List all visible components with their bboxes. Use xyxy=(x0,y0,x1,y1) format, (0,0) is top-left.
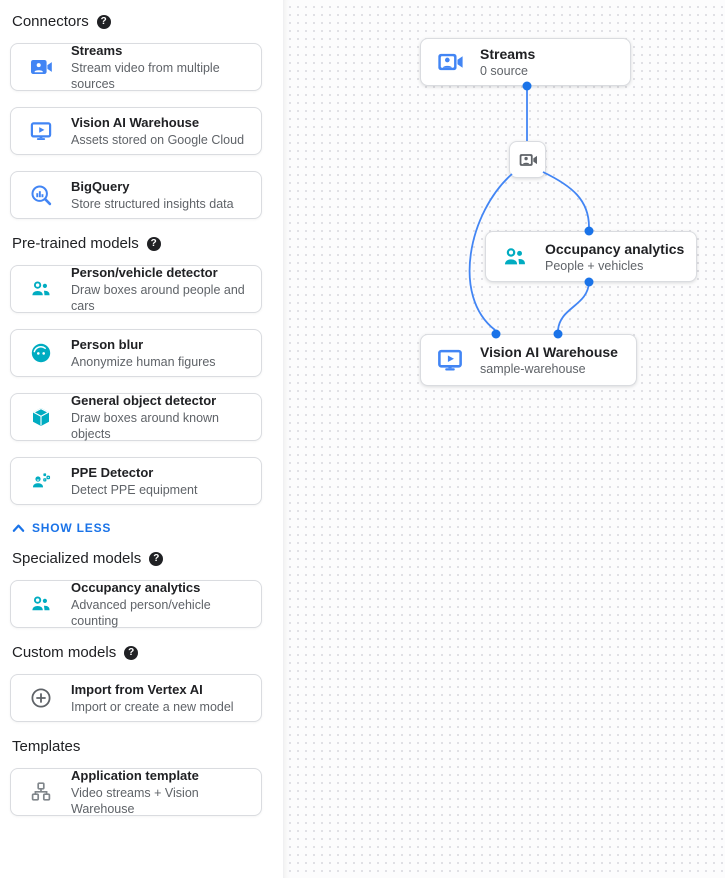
node-occupancy-analytics[interactable]: Occupancy analytics People + vehicles xyxy=(485,231,697,282)
section-title-custom: Custom models ? xyxy=(12,644,262,662)
section-title-templates: Templates xyxy=(12,738,262,756)
card-desc: Advanced person/vehicle counting xyxy=(71,597,211,628)
edge-connections xyxy=(468,81,594,339)
node-vision-ai-warehouse[interactable]: Vision AI Warehouse sample-warehouse xyxy=(420,334,637,386)
video-camera-icon xyxy=(436,48,464,76)
node-subtitle: 0 source xyxy=(480,64,528,78)
warehouse-monitor-icon xyxy=(29,119,53,143)
show-less-label: SHOW LESS xyxy=(32,521,112,535)
video-camera-icon xyxy=(29,55,53,79)
help-icon[interactable]: ? xyxy=(146,237,161,251)
people-icon xyxy=(501,243,529,271)
card-title: Vision AI Warehouse xyxy=(71,114,200,130)
palette-card-ppe-detector[interactable]: PPE Detector Detect PPE equipment xyxy=(10,457,262,505)
edge-source-to-occupancy xyxy=(542,171,590,228)
port-dots xyxy=(491,81,594,339)
card-desc: Assets stored on Google Cloud xyxy=(71,132,245,147)
card-desc: Draw boxes around people and cars xyxy=(71,282,245,313)
card-title: General object detector xyxy=(71,392,217,408)
ppe-person-icon xyxy=(29,469,53,493)
component-palette-sidebar: Connectors ? Streams Stream video from m… xyxy=(0,0,283,878)
card-desc: Draw boxes around known objects xyxy=(71,410,219,441)
section-title-text: Specialized models xyxy=(12,550,142,567)
cube-icon xyxy=(29,405,53,429)
palette-card-person-blur[interactable]: Person blur Anonymize human figures xyxy=(10,329,262,377)
people-icon xyxy=(29,277,53,301)
card-title: Import from Vertex AI xyxy=(71,681,203,697)
node-streams[interactable]: Streams 0 source xyxy=(420,38,631,86)
card-title: Application template xyxy=(71,767,199,783)
card-title: Occupancy analytics xyxy=(71,579,201,595)
people-icon xyxy=(29,592,53,616)
section-title-pretrained: Pre-trained models ? xyxy=(12,235,262,253)
palette-card-person-vehicle-detector[interactable]: Person/vehicle detector Draw boxes aroun… xyxy=(10,265,262,313)
node-title: Streams xyxy=(480,46,536,62)
card-desc: Stream video from multiple sources xyxy=(71,60,220,91)
card-desc: Import or create a new model xyxy=(71,699,234,714)
palette-card-general-object-detector[interactable]: General object detector Draw boxes aroun… xyxy=(10,393,262,441)
chevron-up-icon xyxy=(12,524,25,532)
help-icon[interactable]: ? xyxy=(124,646,139,660)
card-title: BigQuery xyxy=(71,178,130,194)
palette-card-bigquery[interactable]: BigQuery Store structured insights data xyxy=(10,171,262,219)
help-icon[interactable]: ? xyxy=(149,552,164,566)
card-title: Streams xyxy=(71,42,123,58)
node-title: Occupancy analytics xyxy=(545,240,685,257)
palette-card-streams[interactable]: Streams Stream video from multiple sourc… xyxy=(10,43,262,91)
section-title-text: Custom models xyxy=(12,644,117,661)
node-subtitle: sample-warehouse xyxy=(480,362,586,376)
graph-canvas[interactable]: Streams 0 source Occupancy analytics Peo… xyxy=(283,0,725,878)
node-stream-source[interactable] xyxy=(509,141,546,178)
palette-card-vision-ai-warehouse[interactable]: Vision AI Warehouse Assets stored on Goo… xyxy=(10,107,262,155)
section-title-text: Connectors xyxy=(12,13,89,30)
section-title-text: Templates xyxy=(12,738,81,755)
show-less-button[interactable]: SHOW LESS xyxy=(12,521,262,535)
card-desc: Anonymize human figures xyxy=(71,354,216,369)
card-title: Person/vehicle detector xyxy=(71,264,218,280)
help-icon[interactable]: ? xyxy=(96,15,111,29)
edge-occupancy-to-warehouse xyxy=(557,281,590,331)
video-camera-icon xyxy=(519,153,537,166)
section-title-text: Pre-trained models xyxy=(12,235,139,252)
node-subtitle: People + vehicles xyxy=(545,258,644,273)
card-title: Person blur xyxy=(71,336,144,352)
node-title: Vision AI Warehouse xyxy=(480,344,618,360)
palette-card-occupancy-analytics[interactable]: Occupancy analytics Advanced person/vehi… xyxy=(10,580,262,628)
palette-card-import-vertex-ai[interactable]: Import from Vertex AI Import or create a… xyxy=(10,674,262,722)
card-desc: Detect PPE equipment xyxy=(71,482,198,497)
bigquery-search-icon xyxy=(29,183,53,207)
face-icon xyxy=(29,341,53,365)
warehouse-monitor-icon xyxy=(436,346,464,374)
card-desc: Video streams + Vision Warehouse xyxy=(71,785,199,816)
section-title-connectors: Connectors ? xyxy=(12,13,262,31)
section-title-specialized: Specialized models ? xyxy=(12,550,262,568)
palette-card-application-template[interactable]: Application template Video streams + Vis… xyxy=(10,768,262,816)
add-circle-icon xyxy=(29,686,53,710)
flow-tree-icon xyxy=(29,780,53,804)
card-title: PPE Detector xyxy=(71,464,154,480)
card-desc: Store structured insights data xyxy=(71,196,234,211)
